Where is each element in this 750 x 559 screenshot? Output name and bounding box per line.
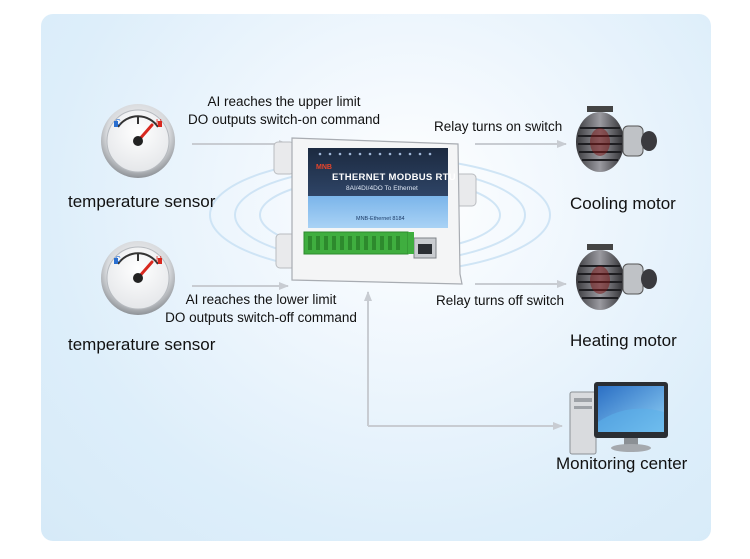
ethernet-modbus-device (273, 137, 477, 285)
sensor-top-label: temperature sensor (68, 192, 216, 211)
cooling-motor-label: Cooling motor (570, 194, 676, 213)
temperature-gauge-icon (101, 104, 175, 178)
upper-limit-annotation: AI reaches the upper limit DO outputs sw… (184, 93, 384, 129)
monitoring-center-label: Monitoring center (556, 454, 688, 473)
device-model: MNB-Ethernet 8184 (356, 216, 405, 222)
flow-arrows (192, 140, 567, 430)
temperature-gauge-icon (101, 241, 175, 315)
relay-off-label: Relay turns off switch (436, 293, 565, 308)
lower-limit-line1: AI reaches the lower limit (185, 292, 337, 307)
lower-limit-annotation: AI reaches the lower limit DO outputs sw… (160, 291, 362, 327)
upper-limit-line2: DO outputs switch-on command (187, 112, 381, 127)
relay-on-label: Relay turns on switch (434, 119, 563, 134)
upper-limit-line1: AI reaches the upper limit (207, 94, 361, 109)
heating-motor-label: Heating motor (570, 331, 677, 350)
gauge-hot-mark: H (156, 255, 162, 264)
heating-motor-icon (576, 244, 657, 310)
gauge-hot-mark: H (156, 118, 162, 127)
device-brand: MNB (316, 164, 332, 171)
device-title: ETHERNET MODBUS RTU (332, 172, 456, 183)
sensor-bottom-label: temperature sensor (68, 335, 216, 354)
computer-icon (569, 382, 668, 455)
gauge-cold-mark: C (115, 255, 121, 264)
gauge-cold-mark: C (115, 118, 121, 127)
device-subtitle: 8AI/4DI/4DO To Ethernet (346, 185, 418, 192)
lower-limit-line2: DO outputs switch-off command (165, 310, 357, 325)
cooling-motor-icon (576, 106, 657, 172)
